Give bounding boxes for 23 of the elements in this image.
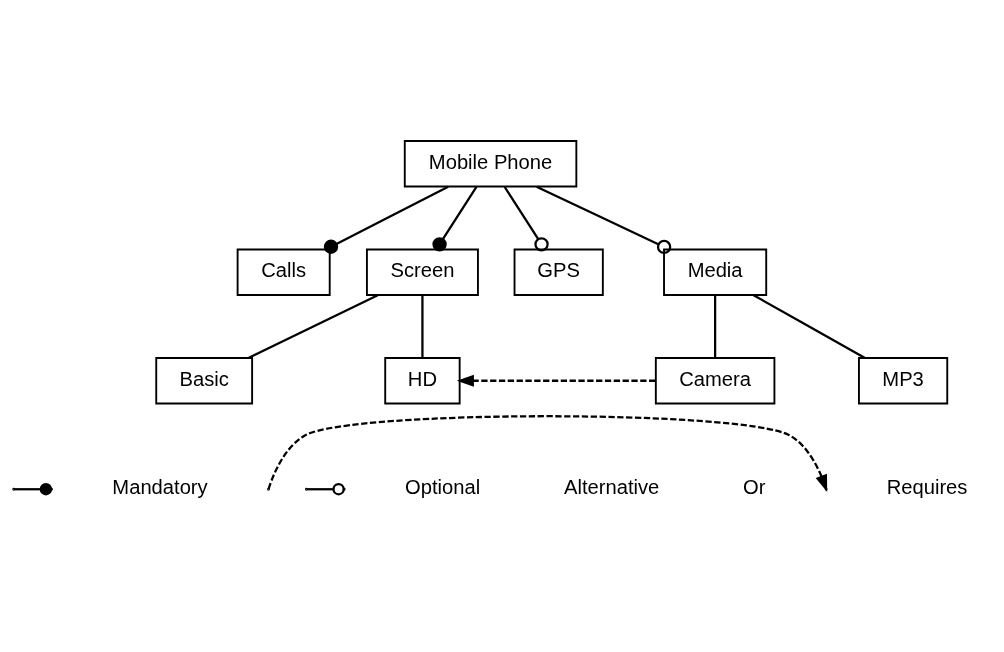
legend-label: Or	[743, 475, 766, 498]
node-box: Mobile Phone	[403, 139, 578, 187]
node-box: Basic	[155, 356, 254, 404]
node-box: MP3	[858, 356, 949, 404]
connector	[536, 185, 672, 254]
node-box: Media	[663, 248, 768, 296]
legend-label: Alternative	[564, 475, 660, 498]
node-box: HD	[384, 356, 461, 404]
node-box: GPS	[513, 248, 604, 296]
legend-label: Mandatory	[112, 475, 208, 498]
connector	[503, 185, 549, 252]
connector	[421, 294, 424, 358]
node-box: Camera	[654, 356, 776, 404]
connector	[753, 293, 866, 359]
legend-label: Optional	[405, 475, 481, 498]
connector	[323, 185, 449, 254]
connector	[714, 294, 717, 358]
legend-label: Requires	[886, 475, 968, 498]
connector	[247, 293, 379, 359]
connector	[432, 185, 478, 252]
arrow	[456, 374, 656, 387]
node-box: Calls	[236, 248, 331, 296]
node-box: Screen	[365, 248, 479, 296]
